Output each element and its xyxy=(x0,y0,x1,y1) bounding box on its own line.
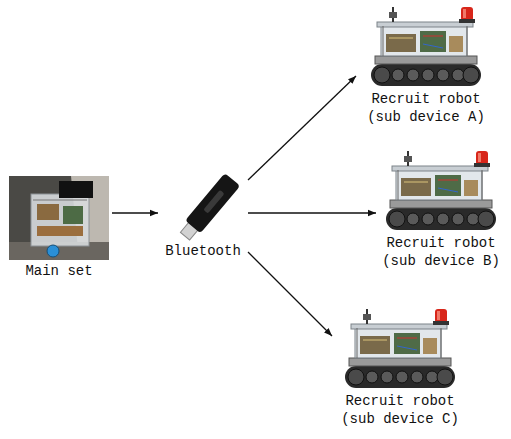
robot-figure xyxy=(371,7,481,86)
figure-caption: Main set xyxy=(6,262,112,280)
robot-node: Recruit robot (sub device B) xyxy=(376,148,506,270)
main-set-photo xyxy=(9,176,109,260)
figure-caption: Bluetooth xyxy=(158,242,248,260)
bluetooth-node: Bluetooth xyxy=(158,164,248,260)
robot-node: Recruit robot (sub device A) xyxy=(356,4,496,126)
robot-node: Recruit robot (sub device C) xyxy=(332,306,468,428)
robot-figure xyxy=(386,151,496,230)
figure-caption: Recruit robot (sub device C) xyxy=(332,392,468,428)
bluetooth-dongle xyxy=(177,173,240,243)
main-set-node: Main set xyxy=(6,176,112,280)
figure-caption: Recruit robot (sub device A) xyxy=(356,90,496,126)
robot-figure xyxy=(345,309,455,388)
figure-caption: Recruit robot (sub device B) xyxy=(376,234,506,270)
arrow-connector xyxy=(248,76,356,180)
arrow-connector xyxy=(248,212,376,213)
arrow-connector xyxy=(248,252,332,336)
arrow-connector xyxy=(112,212,158,213)
